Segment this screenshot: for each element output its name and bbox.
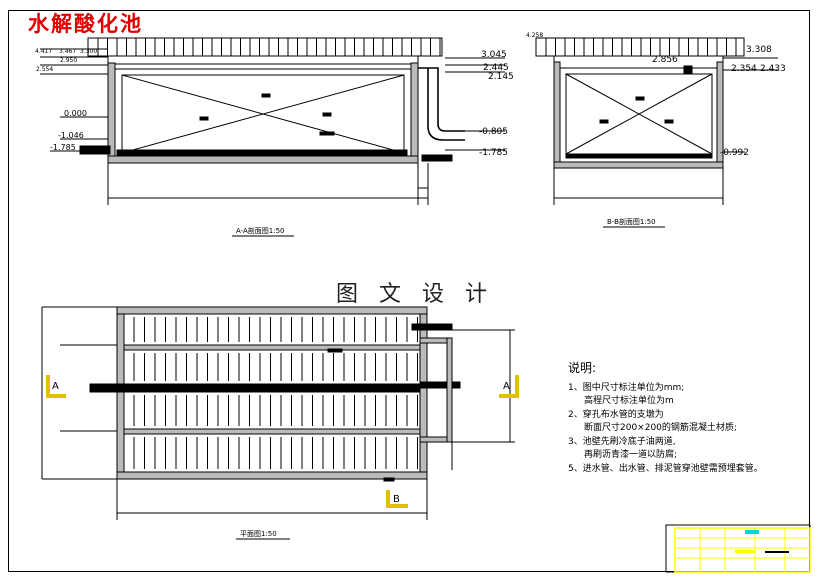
svg-text:2.145: 2.145: [488, 72, 514, 82]
sludge-pipe-aa: [421, 154, 453, 162]
sheet-border: [8, 10, 810, 572]
svg-text:0.000: 0.000: [64, 109, 87, 118]
svg-text:3.467: 3.467: [59, 48, 76, 55]
section-marker-a-left: [46, 375, 66, 398]
tank-wall-aa: [107, 56, 419, 164]
section-bb: [535, 37, 778, 205]
caption-plan: 平面图1:50: [240, 530, 277, 538]
svg-text:2.445: 2.445: [483, 63, 509, 73]
plan-view: [41, 306, 515, 520]
cover-grating-bb: [535, 37, 745, 57]
note-item: 高程尺寸标注单位为m: [584, 396, 674, 406]
outlet-pipe-aa: [418, 67, 465, 141]
plan-overflow-pipe: [411, 323, 453, 331]
elevations-aa-right: 3.045 2.445 2.145 -0.805 -1.785: [479, 50, 514, 158]
marker-b-label: B: [393, 494, 400, 505]
inlet-pipe-aa: [79, 145, 111, 155]
tank-wall-bb: [553, 56, 724, 169]
note-item: 再刷沥青漆一道以防腐;: [584, 450, 678, 460]
note-item: 5、进水管、出水管、排泥管穿池壁需预埋套管。: [568, 463, 763, 474]
svg-text:-0.805: -0.805: [479, 127, 508, 137]
svg-text:3.300: 3.300: [80, 48, 97, 55]
note-item: 3、池壁先刷冷底子油两道,: [568, 436, 676, 447]
svg-text:2.433: 2.433: [760, 64, 786, 74]
plan-outer-wall: [116, 306, 428, 480]
drawing-title: 水解酸化池: [28, 11, 143, 36]
elevations-bb: 4.258 3.308 2.856 2.354 2.433 -0.992: [526, 32, 786, 158]
svg-text:2.354: 2.354: [731, 64, 757, 74]
svg-text:2.950: 2.950: [60, 57, 77, 64]
caption-aa: A-A剖面图1:50: [236, 226, 285, 235]
marker-a-label-left: A: [52, 381, 59, 392]
section-marker-a-right: [499, 375, 519, 398]
svg-text:3.045: 3.045: [481, 50, 507, 60]
svg-text:-1.785: -1.785: [479, 148, 508, 158]
note-item: 1、图中尺寸标注单位为mm;: [568, 382, 685, 393]
plan-main-pipe: [89, 383, 421, 393]
section-aa: [40, 37, 505, 205]
title-block: [665, 524, 811, 573]
svg-text:-0.992: -0.992: [720, 148, 749, 158]
notes-heading: 说明:: [568, 361, 597, 375]
svg-text:-1.785: -1.785: [50, 143, 76, 152]
svg-text:2.554: 2.554: [36, 66, 53, 73]
note-item: 2、穿孔布水管的支墩为: [568, 409, 664, 420]
note-item: 断面尺寸200×200的钢筋混凝土材质;: [584, 423, 737, 433]
svg-text:2.856: 2.856: [652, 55, 678, 65]
svg-text:4.258: 4.258: [526, 32, 543, 39]
svg-text:-1.046: -1.046: [58, 131, 84, 140]
marker-a-label-right: A: [503, 381, 510, 392]
caption-bb: B-B剖面图1:50: [607, 217, 656, 226]
plan-outlet-pipe: [419, 381, 461, 389]
svg-text:4.417: 4.417: [35, 48, 52, 55]
distribution-pipe-aa: [116, 149, 408, 156]
distribution-pipe-bb: [565, 153, 713, 159]
section-marker-b: [386, 490, 408, 508]
elevations-aa-left: 4.417 3.467 3.300 2.950 2.554 0.000 -1.0…: [35, 48, 97, 152]
watermark-text: 图 文 设 计: [336, 282, 494, 307]
notes-panel: 说明: 1、图中尺寸标注单位为mm; 高程尺寸标注单位为m 2、穿孔布水管的支墩…: [568, 361, 763, 476]
cover-grating-aa: [87, 37, 443, 57]
svg-text:3.308: 3.308: [746, 45, 772, 55]
